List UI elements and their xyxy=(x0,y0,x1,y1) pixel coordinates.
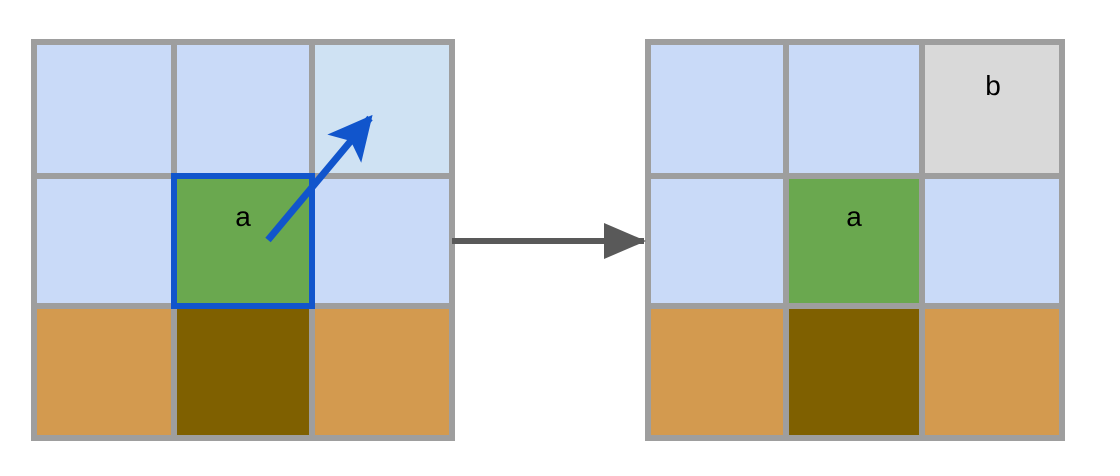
after-placed-block-label: b xyxy=(985,70,1001,101)
after-cell-1-0 xyxy=(645,173,789,309)
before-cell-2-2 xyxy=(309,303,455,441)
before-cell-1-2 xyxy=(309,173,455,309)
after-cell-0-0 xyxy=(645,39,789,179)
after-cell-0-1 xyxy=(783,39,925,179)
before-grid xyxy=(31,39,455,441)
after-agent-label: a xyxy=(846,201,862,232)
before-cell-0-2 xyxy=(309,39,455,179)
after-cell-0-2 xyxy=(919,39,1065,179)
before-cell-2-0 xyxy=(31,303,177,441)
before-cell-0-1 xyxy=(171,39,315,179)
action-arrow xyxy=(265,114,373,243)
agent-selection-outline xyxy=(171,173,315,309)
before-cell-1-0 xyxy=(31,173,177,309)
before-cell-2-1 xyxy=(171,303,315,441)
after-cell-2-0 xyxy=(645,303,789,441)
after-cell-2-2 xyxy=(919,303,1065,441)
before-cell-1-1 xyxy=(171,173,315,309)
before-agent-label: a xyxy=(235,201,251,232)
before-cell-0-0 xyxy=(31,39,177,179)
after-cell-2-1 xyxy=(783,303,925,441)
after-cell-1-2 xyxy=(919,173,1065,309)
after-cell-1-1 xyxy=(783,173,925,309)
after-grid xyxy=(645,39,1065,441)
